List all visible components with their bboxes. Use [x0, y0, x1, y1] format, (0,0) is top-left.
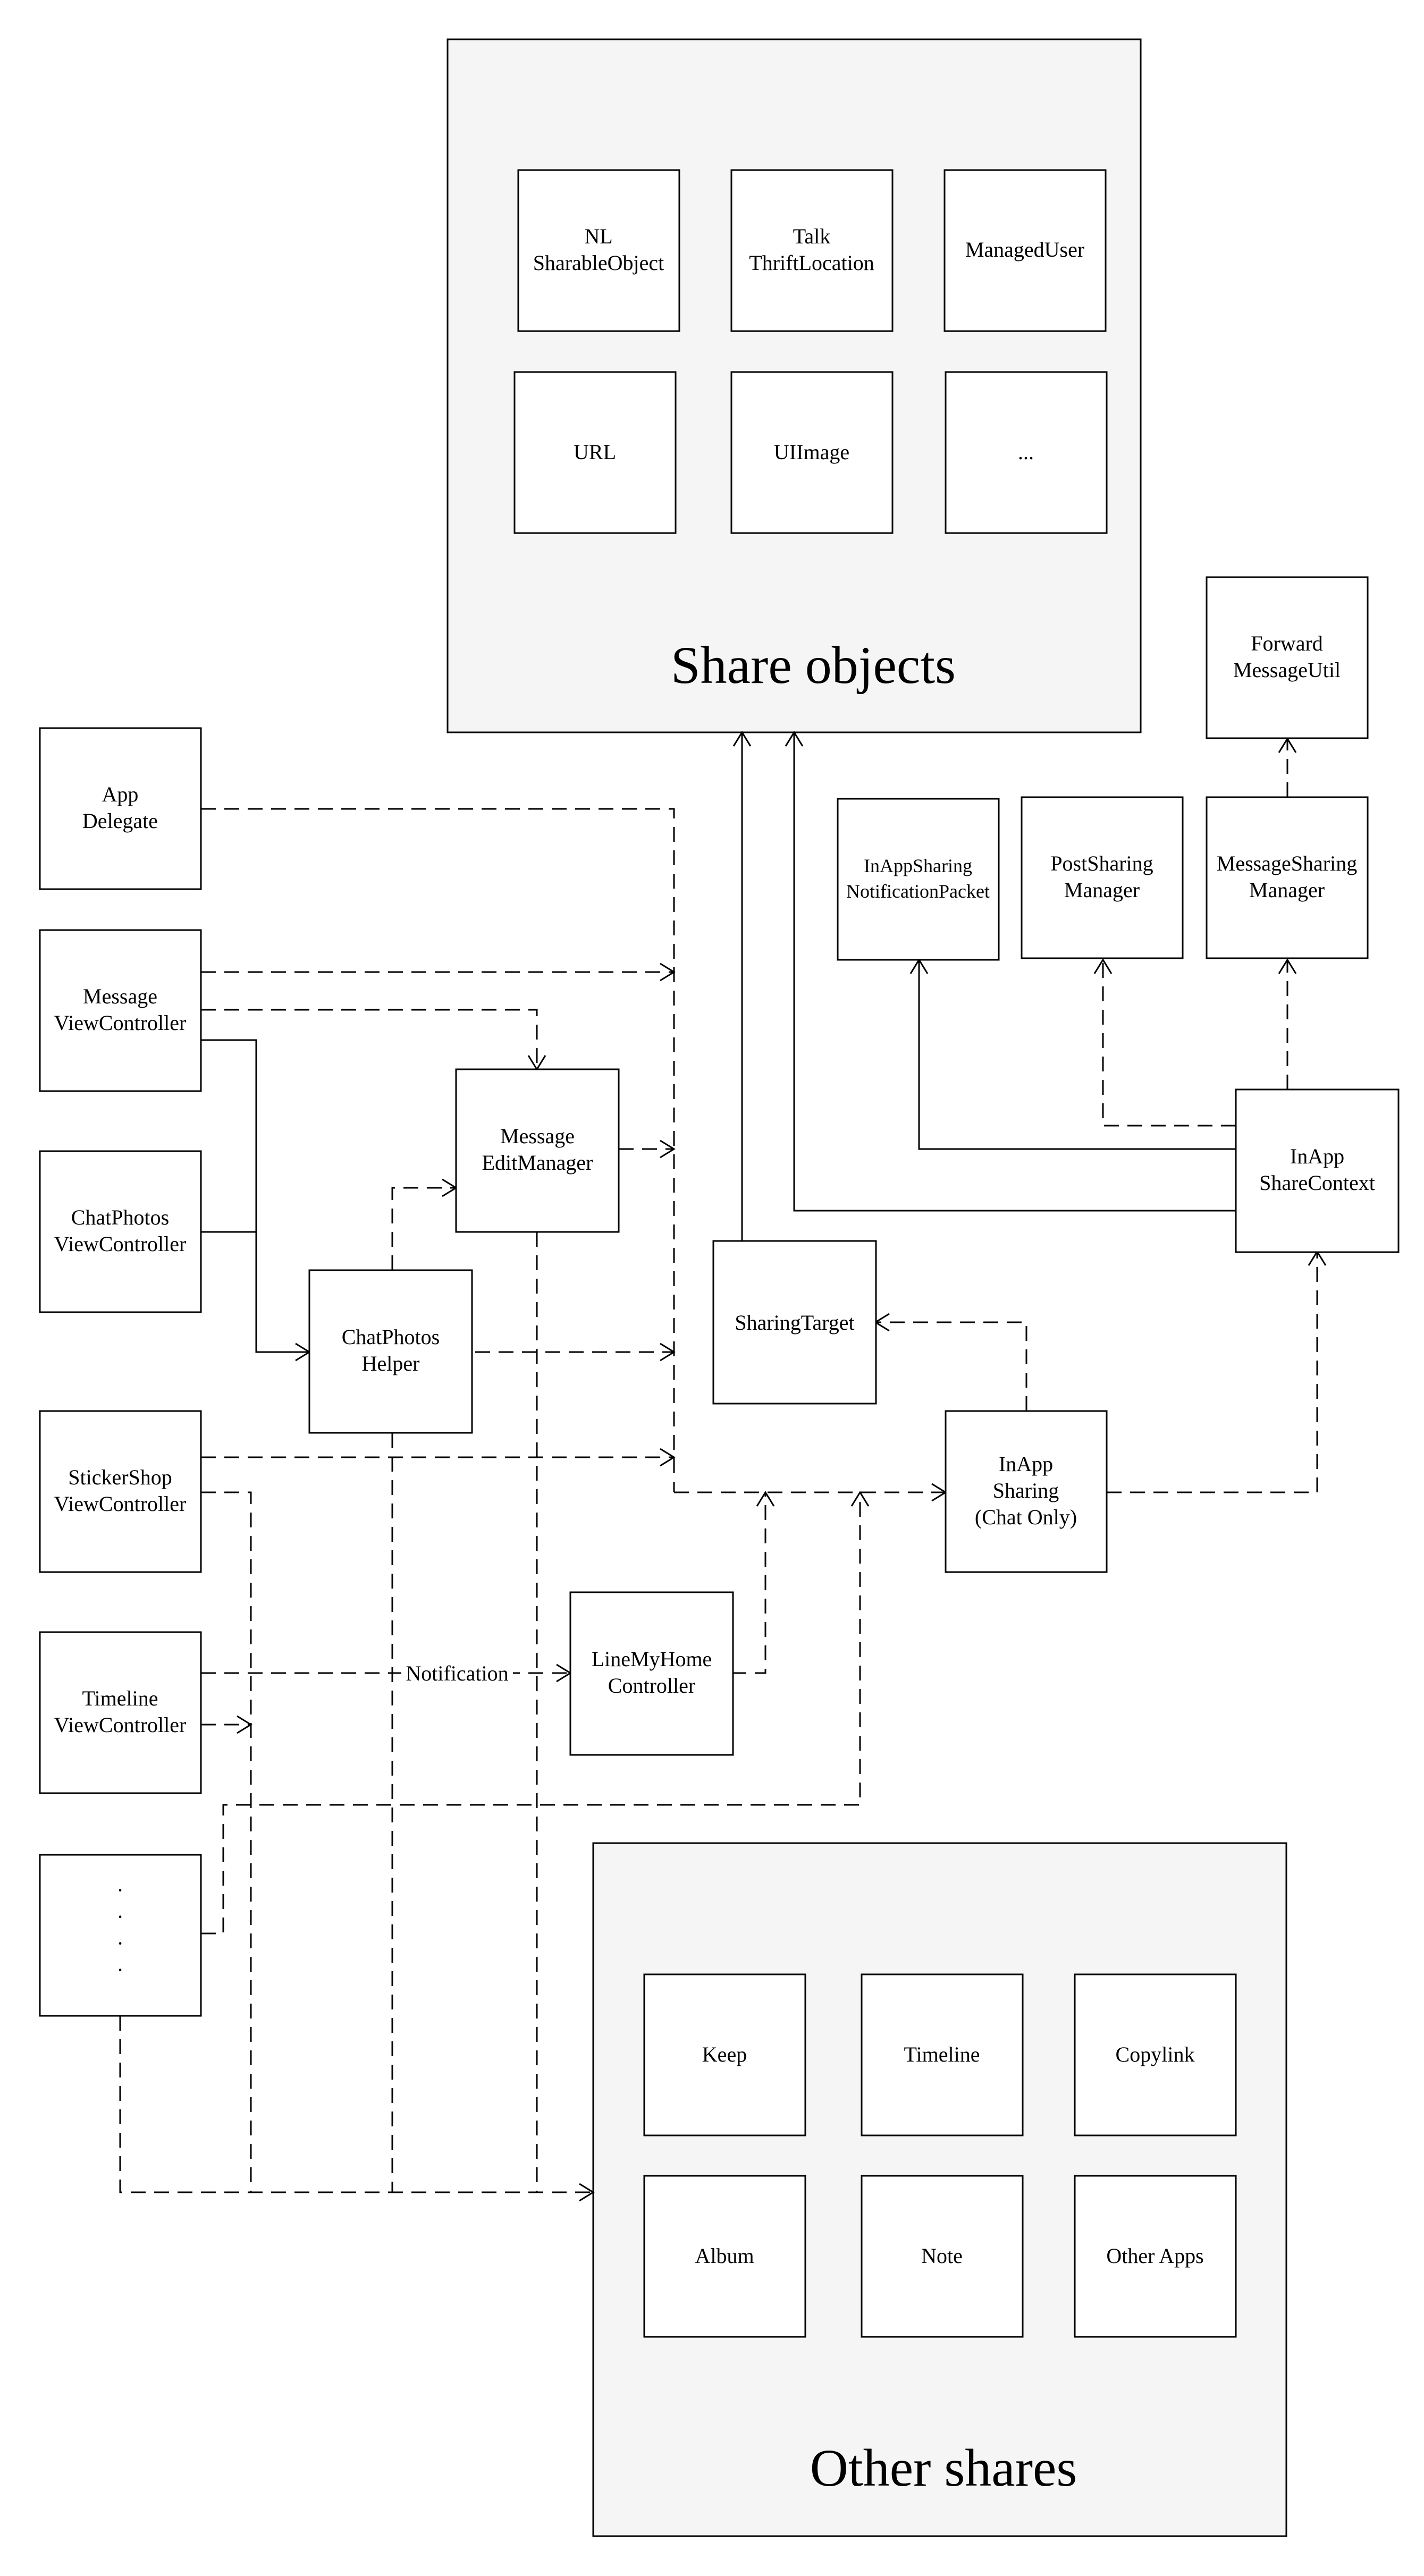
notification-edge-label: Notification — [406, 1661, 508, 1685]
svg-text:URL: URL — [574, 440, 616, 464]
edge-appdelegate-bus — [201, 808, 675, 1492]
edge-stickershopvc-lane — [201, 1491, 252, 2192]
share-item-uiimage: UIImage — [730, 371, 894, 534]
svg-text:SharingTarget: SharingTarget — [735, 1311, 854, 1335]
edge-messagevc-editmanager — [201, 1009, 538, 1069]
share-item-url: URL — [513, 371, 677, 534]
svg-text:Album: Album — [695, 2244, 754, 2268]
other-shares-title: Other shares — [810, 2438, 1077, 2497]
edge-inappsharing-sharecontext — [1107, 1252, 1318, 1493]
edge-inappsharing-sharingtarget — [875, 1321, 1027, 1411]
other-share-keep: Keep — [643, 1973, 806, 2136]
svg-text:Note: Note — [921, 2244, 963, 2268]
edge-chatphotoshelper-editmanager — [391, 1187, 456, 1270]
node-more-sources: ···· — [39, 1854, 202, 2017]
edge-linemyhome-inappsharing — [731, 1492, 766, 1674]
edge-sharecontext-postsharing — [1102, 960, 1236, 1127]
edge-moresources-othershares — [119, 2016, 593, 2193]
other-share-album: Album — [643, 2175, 806, 2338]
svg-text:Copylink: Copylink — [1116, 2042, 1195, 2066]
other-share-copylink: Copylink — [1074, 1973, 1237, 2136]
svg-text:UIImage: UIImage — [774, 440, 849, 464]
connectors: Notification — [119, 731, 1327, 2202]
other-share-other-apps: Other Apps — [1074, 2175, 1237, 2338]
other-share-timeline: Timeline — [861, 1973, 1024, 2136]
svg-text:...: ... — [1018, 440, 1034, 464]
edge-sharecontext-shareobjects — [793, 732, 1236, 1212]
node-sharing-target: SharingTarget — [712, 1240, 877, 1405]
svg-text:Timeline: Timeline — [904, 2042, 980, 2066]
share-item-manageduser: ManagedUser — [943, 169, 1107, 332]
svg-text:Other Apps: Other Apps — [1106, 2244, 1203, 2268]
other-share-note: Note — [861, 2175, 1024, 2338]
svg-text:Keep: Keep — [702, 2042, 747, 2066]
share-objects-title: Share objects — [671, 636, 956, 695]
svg-text:ManagedUser: ManagedUser — [965, 238, 1084, 261]
svg-text:InAppSharing(Chat Only): InAppSharing(Chat Only) — [975, 1452, 1077, 1529]
edge-sharecontext-notificationpacket — [918, 960, 1236, 1150]
edge-messagevc-chatphotoshelper — [201, 1039, 309, 1353]
share-item-more: ... — [945, 371, 1108, 534]
edge-moresources-inappsharing — [201, 1492, 861, 1935]
svg-text:····: ···· — [116, 1878, 123, 1982]
